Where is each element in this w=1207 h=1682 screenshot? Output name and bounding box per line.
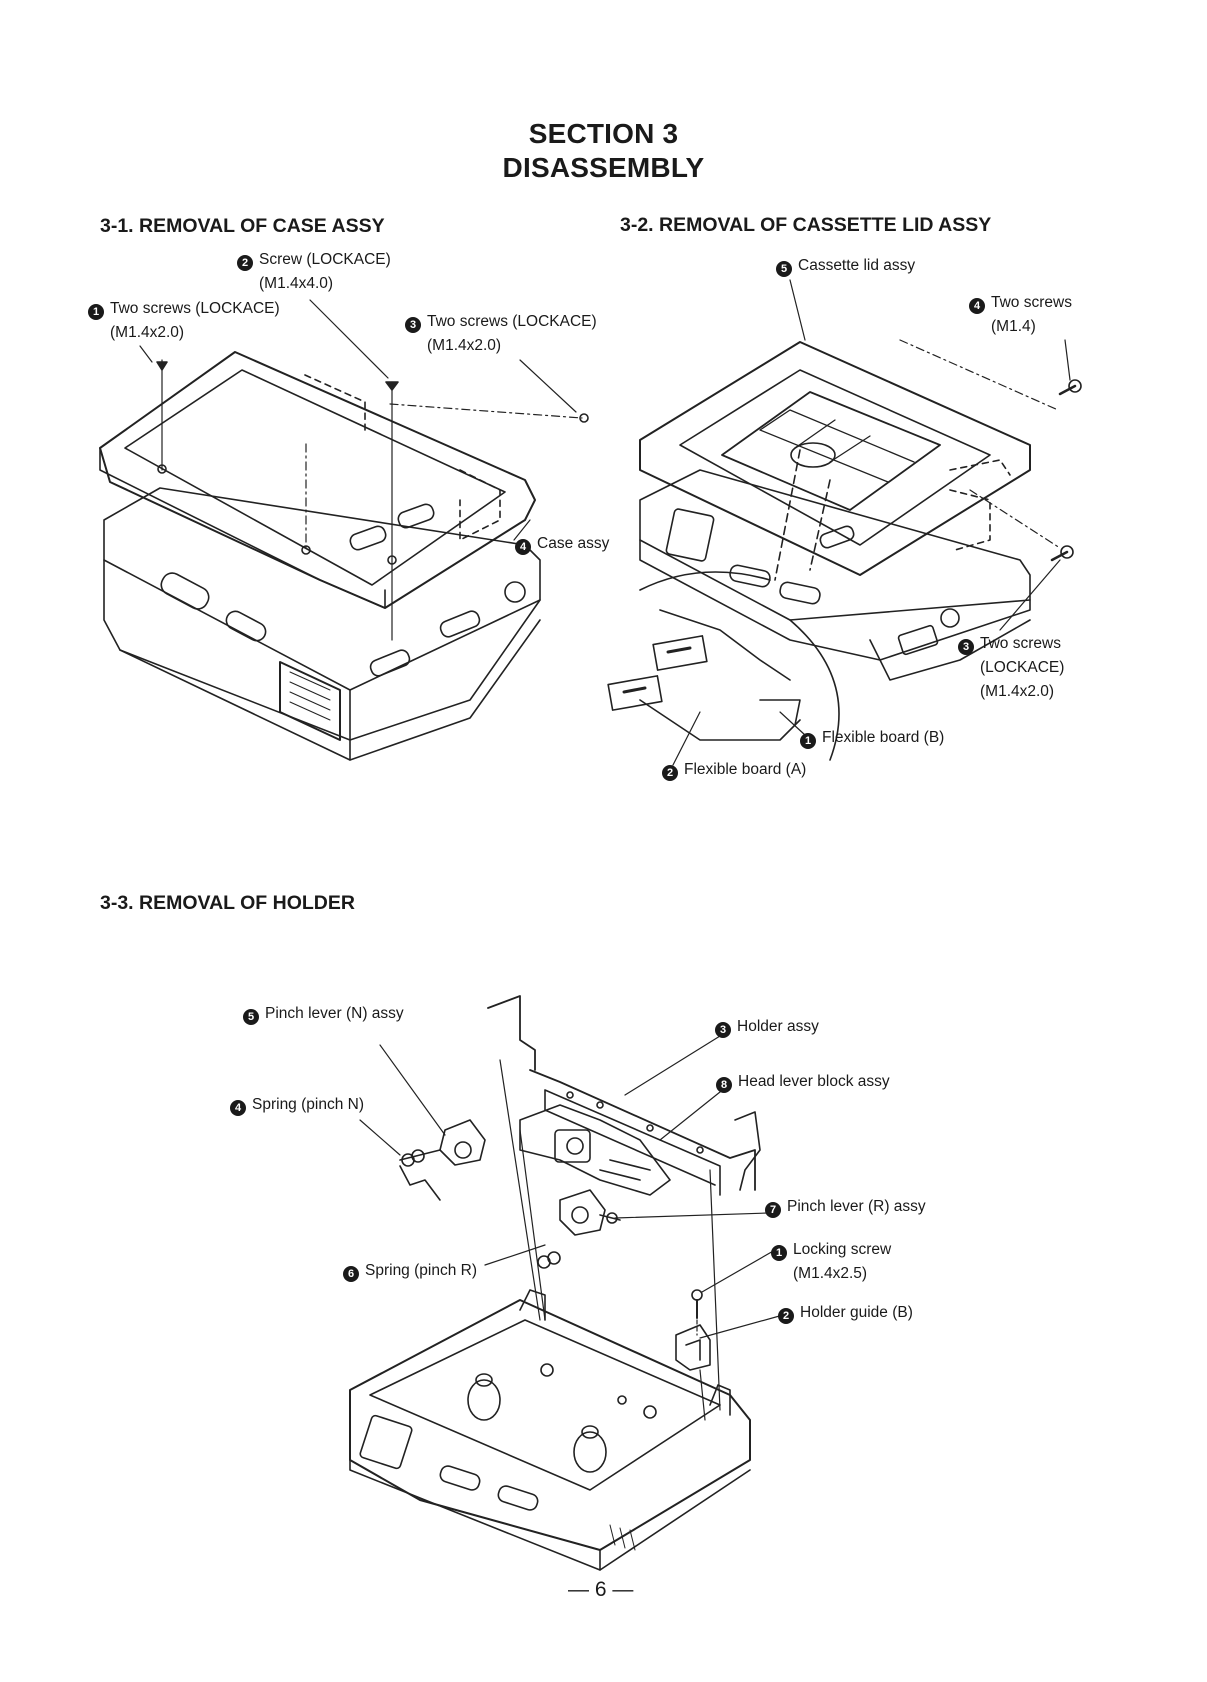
cassette-lid-drawing — [608, 280, 1081, 765]
case-assy-drawing — [100, 300, 588, 760]
holder-drawing — [350, 996, 783, 1570]
page-number: — 6 — — [568, 1578, 634, 1601]
heading-3-2: 3-2. REMOVAL OF CASSETTE LID ASSY — [620, 214, 992, 236]
heading-3-1: 3-1. REMOVAL OF CASE ASSY — [100, 215, 385, 237]
section-number: SECTION 3 — [528, 118, 679, 149]
page-title: DISASSEMBLY — [502, 152, 705, 183]
heading-3-3: 3-3. REMOVAL OF HOLDER — [100, 892, 355, 914]
